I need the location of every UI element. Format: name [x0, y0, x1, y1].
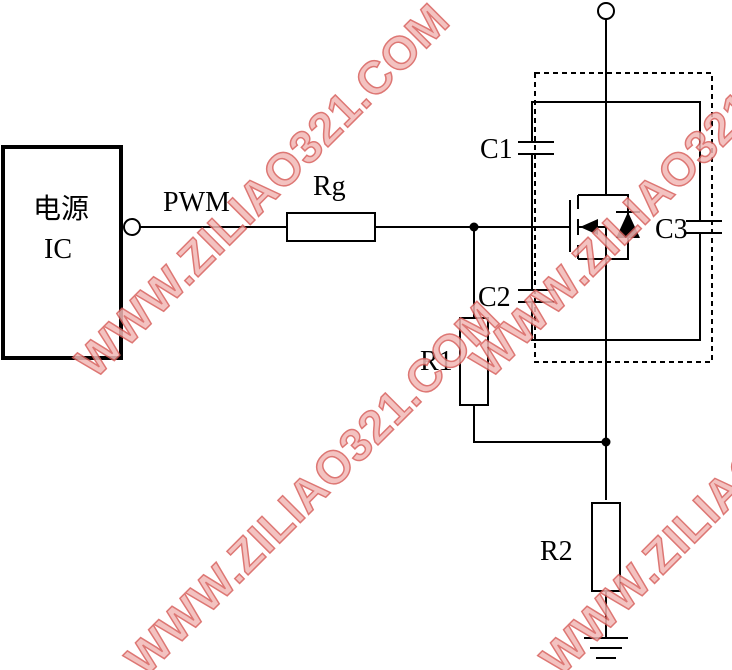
c3-wire-top — [606, 101, 701, 221]
r2-label: R2 — [540, 536, 573, 567]
c3-label: C3 — [655, 214, 688, 245]
r1-label: R1 — [420, 346, 453, 377]
pwm-output-pin — [123, 218, 141, 236]
ground-icon — [584, 637, 628, 659]
mosfet-package-boundary — [534, 72, 713, 363]
c1-label: C1 — [480, 134, 513, 165]
c2-wire-bottom — [531, 302, 606, 341]
power-ic-label-1: 电源 — [33, 193, 89, 225]
source-junction-node — [601, 437, 611, 447]
drain-supply-terminal — [597, 2, 615, 20]
rg-resistor — [286, 212, 376, 242]
c3-wire-bottom — [606, 233, 701, 341]
pwm-label: PWM — [163, 187, 230, 218]
rg-label: Rg — [313, 171, 346, 202]
mosfet-arrow-icon — [580, 219, 598, 235]
r1-wire-bottom — [473, 405, 606, 443]
watermark-3: WWW.ZILIAO321.COM — [115, 291, 509, 670]
watermark-4: WWW.ZILIAO321.COM — [530, 291, 732, 670]
watermark-1: WWW.ZILIAO321.COM — [65, 0, 459, 387]
power-ic-label-2: IC — [44, 234, 72, 265]
body-diode-icon — [616, 212, 640, 238]
c2-label: C2 — [478, 282, 511, 313]
power-ic-box — [1, 145, 123, 360]
c1-wire-top — [531, 101, 606, 142]
